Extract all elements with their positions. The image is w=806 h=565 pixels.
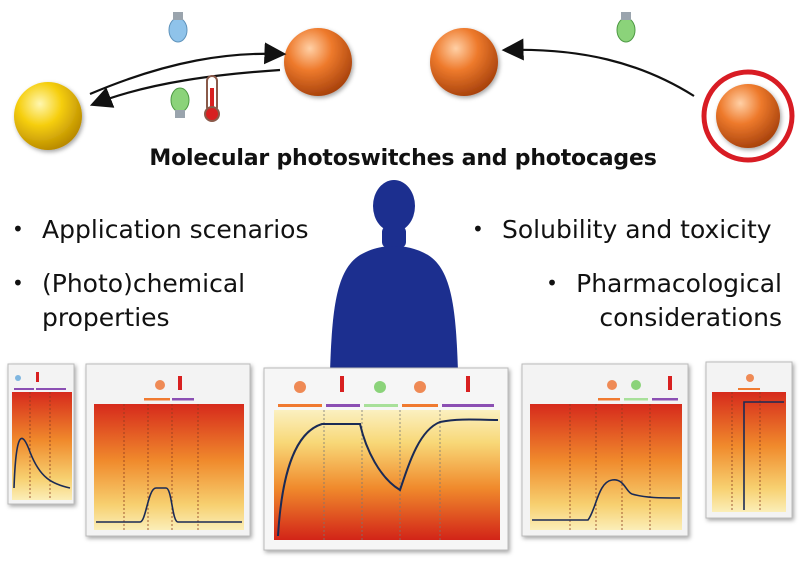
bullet-text: (Photo)chemical bbox=[42, 269, 246, 298]
switch-scheme bbox=[14, 28, 795, 163]
bullet-dot: • bbox=[12, 217, 24, 241]
green-light-bulb-icon bbox=[170, 87, 190, 118]
bullet-text-line2: considerations bbox=[599, 303, 782, 332]
orange-sphere-released bbox=[430, 28, 498, 96]
reverse-arrow bbox=[89, 68, 281, 108]
human-silhouette bbox=[330, 180, 458, 372]
panel-4 bbox=[521, 363, 689, 537]
yellow-sphere-isomer-a bbox=[14, 82, 82, 150]
bullet-text: Pharmacological bbox=[576, 269, 782, 298]
uncage-arrow bbox=[501, 38, 695, 97]
thermometer-icon bbox=[204, 75, 220, 122]
photocage-ring bbox=[701, 69, 795, 163]
bullet-photochemical-properties: • (Photo)chemical properties bbox=[12, 266, 245, 335]
panel-5 bbox=[705, 361, 793, 519]
bullet-application-scenarios: • Application scenarios bbox=[12, 212, 309, 247]
figure-title: Molecular photoswitches and photocages bbox=[149, 146, 657, 171]
orange-sphere-caged bbox=[716, 84, 780, 148]
forward-arrow bbox=[89, 42, 287, 96]
bullet-pharmacological-considerations: • Pharmacological considerations bbox=[530, 266, 782, 335]
bullet-dot: • bbox=[472, 217, 484, 241]
bullet-dot: • bbox=[546, 271, 558, 295]
bullet-text: Application scenarios bbox=[42, 215, 309, 244]
bullet-solubility-toxicity: • Solubility and toxicity bbox=[472, 212, 772, 247]
bullet-text: Solubility and toxicity bbox=[502, 215, 772, 244]
panel-1 bbox=[7, 363, 75, 505]
orange-sphere-isomer-b bbox=[284, 28, 352, 96]
bullet-text-line2: properties bbox=[42, 303, 170, 332]
panel-3 bbox=[263, 367, 509, 551]
blue-light-bulb-icon bbox=[168, 12, 188, 43]
green-light-bulb-icon bbox=[616, 12, 636, 43]
panel-2 bbox=[85, 363, 251, 537]
bullet-dot: • bbox=[12, 271, 24, 295]
